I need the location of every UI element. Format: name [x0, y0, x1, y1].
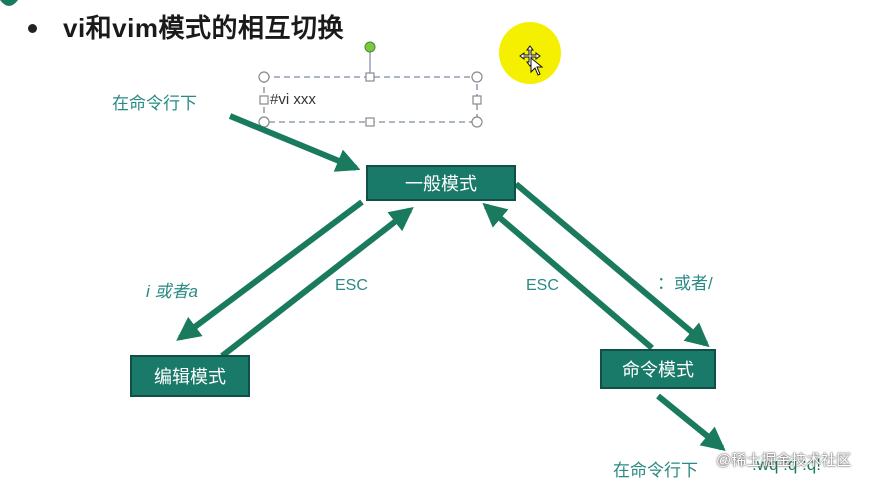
arrow-command-to-quit — [656, 393, 726, 452]
bullet-icon — [28, 23, 37, 33]
label-esc-right: ESC — [526, 277, 559, 294]
resize-handle-top[interactable] — [365, 72, 375, 82]
arrow-command-to-normal — [482, 202, 654, 351]
normal-mode-box: 一般模式 — [366, 165, 516, 201]
label-i-or-a: i 或者a — [146, 282, 198, 301]
edit-mode-box: 编辑模式 — [130, 355, 250, 397]
resize-handle-bottom-right[interactable] — [471, 116, 483, 128]
move-cursor-icon — [519, 45, 544, 76]
label-colon-or-slash: ：或者/ — [657, 274, 713, 293]
title-row: vi和vim模式的相互切换 — [28, 8, 344, 44]
slide-title: vi和vim模式的相互切换 — [63, 12, 344, 43]
resize-handle-left[interactable] — [259, 95, 269, 105]
resize-handle-top-left[interactable] — [258, 71, 270, 83]
textbox-content[interactable]: #vi xxx — [270, 91, 316, 108]
slide-corner-decoration — [0, 0, 18, 6]
command-mode-box: 命令模式 — [600, 349, 716, 389]
edit-mode-label: 编辑模式 — [154, 367, 226, 387]
resize-handle-bottom[interactable] — [365, 117, 375, 127]
resize-handle-right[interactable] — [472, 95, 482, 105]
normal-mode-label: 一般模式 — [405, 174, 477, 194]
arrow-normal-to-edit — [176, 199, 364, 341]
label-quit-commands: :wq :q :q! — [752, 455, 821, 474]
textbox-selection-frame[interactable] — [258, 41, 483, 128]
command-mode-label: 命令模式 — [622, 360, 694, 380]
rotate-handle[interactable] — [364, 41, 376, 53]
label-enter-cmdline: 在命令行下 — [112, 94, 197, 113]
arrow-normal-to-command — [514, 181, 710, 348]
arrow-edit-to-normal — [220, 207, 414, 359]
label-bottom-cmdline: 在命令行下 — [613, 461, 698, 480]
label-esc-left: ESC — [335, 277, 368, 294]
resize-handle-top-right[interactable] — [471, 71, 483, 83]
arrow-cmdline-to-normal — [228, 113, 361, 172]
watermark: @稀土掘金技术社区 — [716, 452, 852, 469]
